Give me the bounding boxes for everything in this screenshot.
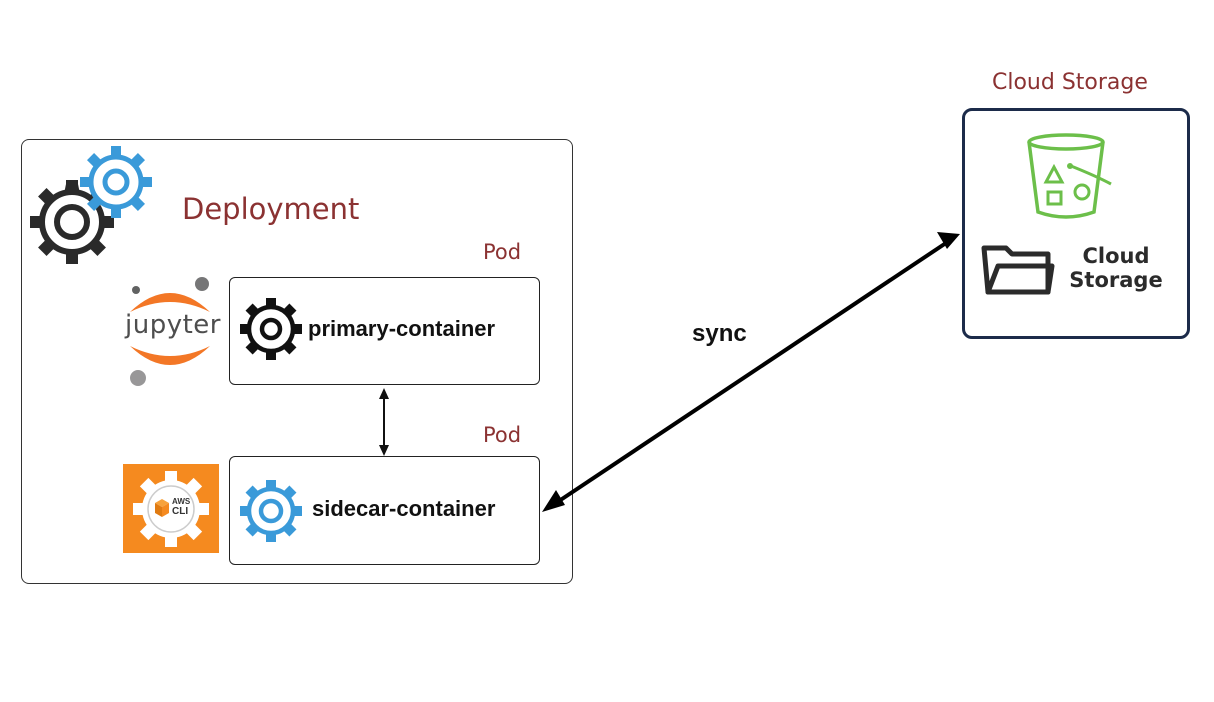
pod-label-primary: Pod [483,240,522,264]
sidecar-container-label: sidecar-container [312,496,496,521]
folder-icon [981,245,1055,295]
deployment-box [21,139,573,584]
cloud-storage-label: Cloud Storage [1062,244,1170,292]
aws-cli-gear-icon [133,471,209,547]
jupyter-logo [130,277,210,386]
deployment-title: Deployment [182,192,360,226]
cloud-storage-box [962,108,1190,339]
cloud-storage-label-line1: Cloud [1082,244,1150,268]
gear-icon [240,298,302,360]
sync-label: sync [692,320,747,347]
gears-icon [30,146,152,264]
aws-cli-text-bottom: CLI [172,506,189,517]
bucket-icon [1027,133,1112,219]
primary-container-label: primary-container [308,316,496,341]
aws-cli-text-top: AWS [172,497,191,506]
cloud-storage-title: Cloud Storage [992,70,1148,95]
cloud-storage-label-line2: Storage [1069,268,1163,292]
internal-link-arrow [379,388,389,456]
blue-gear-icon [240,480,302,542]
pod-label-sidecar: Pod [483,423,522,447]
jupyter-logo-text: jupyter [125,310,221,340]
